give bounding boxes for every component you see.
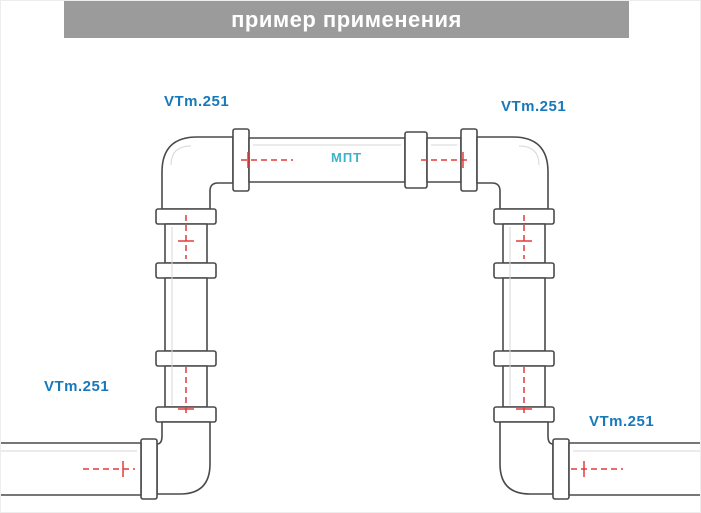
sleeve-left-3 [155,350,217,367]
sleeve-right-3 [493,350,555,367]
page-title: пример применения [64,1,629,38]
elbow-fitting-bottom-right [499,421,554,495]
elbow-fitting-top-left [161,136,234,210]
fitting-label-top-right: VTm.251 [501,98,567,115]
centerlines [83,159,623,470]
elbow-fitting-bottom-left [156,421,211,495]
pipe-left-2 [164,277,208,352]
press-ring-bottom-left [140,438,158,500]
elbow-fitting-top-right [476,136,549,210]
pipe-shading [1,144,700,452]
pipe-bottom-right [568,442,700,496]
pipe-right-2 [502,277,546,352]
sleeve-right-2 [493,262,555,279]
fitting-label-top-left: VTm.251 [164,93,230,110]
press-ring-bottom-right [552,438,570,500]
fitting-label-bottom-right: VTm.251 [589,413,655,430]
sleeve-left-2 [155,262,217,279]
pipe-assembly [1,128,700,500]
centerline-ticks [122,152,585,477]
pipe-material-label: МПТ [331,150,363,165]
fitting-label-bottom-left: VTm.251 [44,378,110,395]
